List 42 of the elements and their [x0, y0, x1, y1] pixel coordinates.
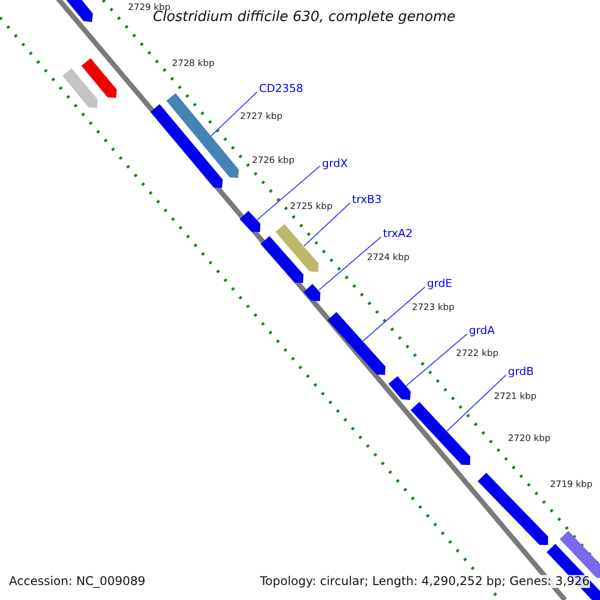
leader-line — [256, 166, 320, 220]
scale-label: 2724 kbp — [367, 254, 410, 264]
gene-feature — [260, 236, 304, 283]
scale-label: 2720 kbp — [508, 435, 550, 445]
gene-feature — [410, 402, 470, 465]
scale-label: 2725 kbp — [290, 203, 332, 213]
gene-feature — [560, 530, 600, 578]
gene-label: grdE — [427, 278, 452, 290]
gene-label: trxA2 — [383, 228, 413, 240]
accession-text: Accession: NC_009089 — [9, 575, 146, 588]
summary-text: Topology: circular; Length: 4,290,252 bp; Genes: 3,926 — [260, 575, 590, 588]
scale-label: 2721 kbp — [494, 393, 536, 403]
scale-label: 2729 kbp — [128, 4, 170, 13]
gene-feature — [478, 472, 548, 545]
gene-feature — [240, 210, 260, 232]
leader-line — [210, 92, 258, 136]
gene-label: grdX — [322, 158, 348, 170]
gene-feature — [150, 104, 223, 188]
leader-line — [304, 202, 350, 246]
gene-label: CD2358 — [259, 83, 304, 96]
gene-feature — [65, 0, 93, 22]
leader-line — [406, 334, 468, 386]
gene-label: trxB3 — [352, 194, 382, 206]
leader-line — [446, 374, 506, 432]
scale-label: 2726 kbp — [252, 157, 294, 167]
scale-label: 2728 kbp — [172, 60, 214, 70]
scale-label: 2723 kbp — [412, 304, 454, 314]
gene-feature — [388, 376, 411, 400]
gene-feature — [81, 58, 117, 98]
title: Clostridium difficile 630, complete genome — [153, 10, 456, 26]
gene-label: grdA — [469, 325, 495, 338]
scale-label: 2727 kbp — [240, 113, 282, 123]
scale-label: 2722 kbp — [456, 350, 498, 360]
gene-feature — [62, 68, 98, 108]
gene-feature — [304, 284, 320, 301]
gene-label: grdB — [508, 366, 534, 378]
leader-line — [362, 286, 426, 342]
gene-feature — [328, 312, 386, 375]
gene-feature — [166, 93, 239, 178]
scale-label: 2719 kbp — [550, 481, 592, 491]
gene-feature — [276, 224, 319, 272]
leader-line — [318, 236, 382, 290]
